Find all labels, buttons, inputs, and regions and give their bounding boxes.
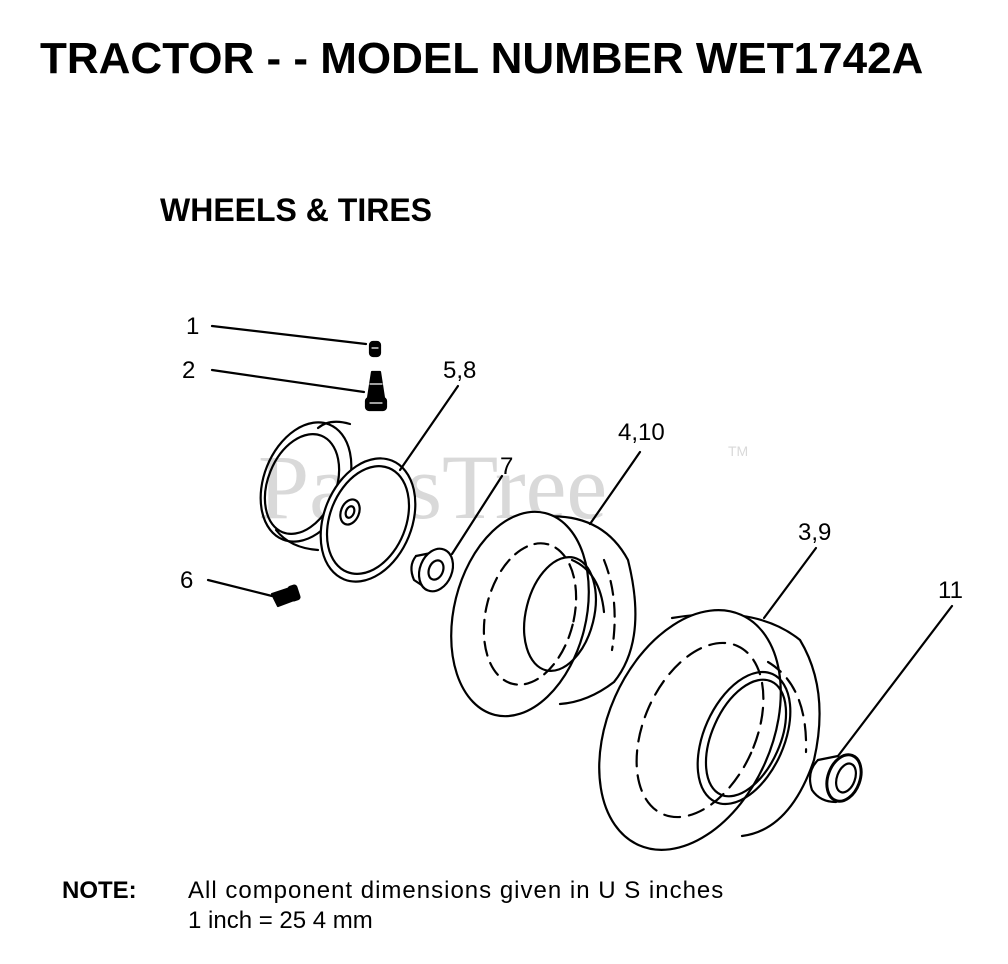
callout-5-8: 5,8 [443,357,476,384]
callout-1: 1 [186,313,199,340]
callout-11: 11 [938,577,963,604]
leader-line-4-10 [588,450,642,526]
valve-cap-part[interactable] [368,340,382,358]
section-title: WHEELS & TIRES [160,192,433,228]
note-line-2: 1 inch = 25 4 mm [188,907,373,934]
note-line-1: All component dimensions given in U S in… [188,877,725,904]
page-title: TRACTOR - - MODEL NUMBER WET1742A [40,34,924,83]
watermark-trademark: TM [728,443,748,459]
callout-2: 2 [182,357,195,384]
screw-part[interactable] [270,584,301,608]
callout-6: 6 [180,567,193,594]
leader-line-1 [210,324,368,346]
leader-line-7 [450,474,504,556]
bushing-part[interactable] [410,544,459,597]
leader-line-3-9 [762,546,818,620]
callout-7: 7 [500,453,513,480]
callout-4-10: 4,10 [618,419,665,446]
valve-stem-part[interactable] [364,370,388,412]
leader-line-6 [206,578,274,598]
hub-cap-part[interactable] [808,750,867,806]
front-tire-part[interactable] [431,497,637,731]
leader-line-2 [210,368,366,394]
callout-3-9: 3,9 [798,519,831,546]
note-label: NOTE: [62,877,137,904]
leader-line-11 [836,604,954,758]
rear-tire-part[interactable] [564,582,821,879]
wheel-rim-part[interactable] [244,409,433,596]
leader-line-5-8 [398,384,460,472]
